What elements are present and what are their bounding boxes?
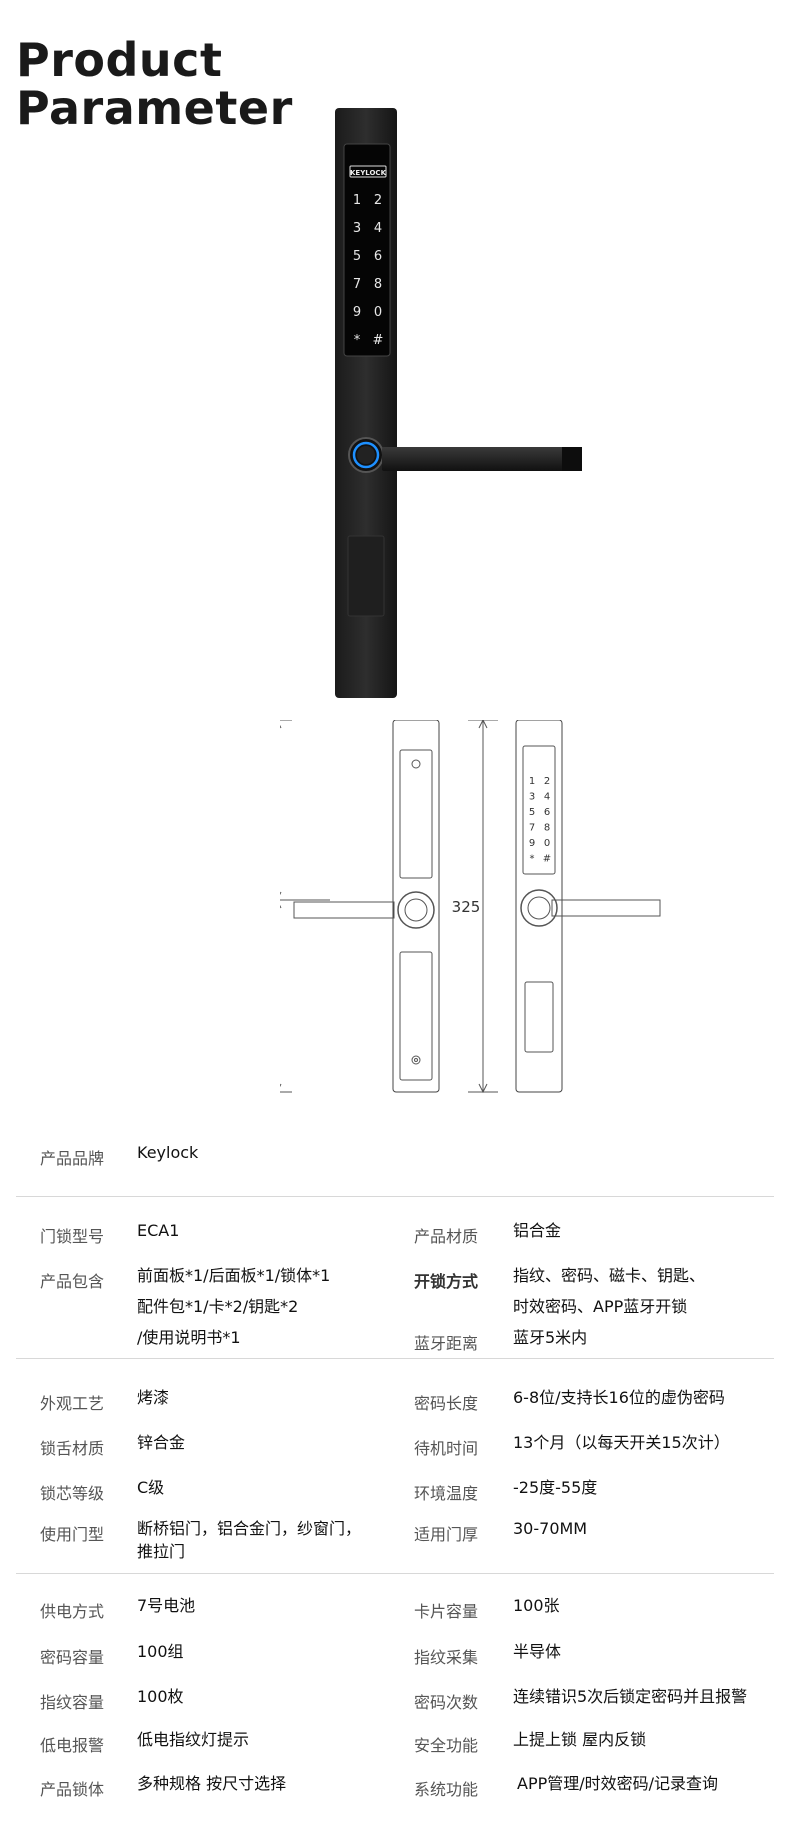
latch-material-value: 锌合金 (137, 1433, 186, 1452)
keypad-key: 9 (353, 305, 361, 320)
standby-time-label: 待机时间 (414, 1439, 479, 1458)
keypad-key: 7 (353, 277, 361, 292)
material-label: 产品材质 (414, 1227, 479, 1246)
finish-label: 外观工艺 (40, 1394, 105, 1413)
low-battery-value: 低电指纹灯提示 (137, 1730, 250, 1749)
door-type-label: 使用门型 (40, 1525, 105, 1544)
password-capacity-value: 100组 (137, 1642, 184, 1661)
divider (16, 1358, 774, 1359)
model-value: ECA1 (137, 1221, 180, 1240)
temperature-label: 环境温度 (414, 1484, 479, 1503)
model-label: 门锁型号 (40, 1227, 105, 1246)
handle-end (562, 447, 582, 471)
system-function-label: 系统功能 (414, 1780, 479, 1799)
password-length-label: 密码长度 (414, 1394, 479, 1413)
package-value: 前面板*1/后面板*1/锁体*1 配件包*1/卡*2/钥匙*2 /使用说明书*1 (137, 1266, 331, 1347)
fingerprint-sensor-value: 半导体 (513, 1642, 562, 1661)
brand-label: 产品品牌 (40, 1149, 105, 1168)
door-thickness-label: 适用门厚 (414, 1525, 479, 1544)
title-line-1: Product (16, 33, 223, 87)
keypad-key: 1 (353, 193, 361, 208)
keypad-key: 5 (353, 249, 361, 264)
keypad-key: 1 (529, 776, 535, 787)
door-type-value: 断桥铝门，铝合金门，纱窗门， 推拉门 (137, 1519, 362, 1561)
fingerprint-capacity-value: 100枚 (137, 1687, 184, 1706)
fingerprint-sensor-icon (357, 446, 375, 464)
brand-value: Keylock (137, 1143, 199, 1162)
standby-time-value: 13个月（以每天开关15次计） (513, 1433, 730, 1452)
password-attempts-label: 密码次数 (414, 1693, 479, 1712)
system-function-value: APP管理/时效密码/记录查询 (517, 1774, 719, 1793)
keypad-key: 6 (374, 249, 382, 264)
security-function-value: 上提上锁 屋内反锁 (513, 1730, 647, 1749)
bluetooth-range-value: 蓝牙5米内 (513, 1328, 588, 1347)
keypad-key: 8 (374, 277, 382, 292)
password-attempts-value: 连续错识5次后锁定密码并且报警 (513, 1687, 748, 1706)
keypad-key: 2 (374, 193, 382, 208)
power-supply-label: 供电方式 (40, 1602, 105, 1621)
unlock-method-label: 开锁方式 (414, 1272, 479, 1291)
fingerprint-ring-icon (352, 441, 380, 469)
card-capacity-label: 卡片容量 (414, 1602, 479, 1621)
title-line-2: Parameter (16, 81, 293, 135)
fingerprint-sensor-label: 指纹采集 (414, 1648, 479, 1667)
lower-panel (347, 535, 385, 617)
keypad-key: 3 (353, 221, 361, 236)
card-capacity-value: 100张 (513, 1596, 560, 1615)
unlock-method-value: 指纹、密码、磁卡、钥匙、 时效密码、APP蓝牙开锁 (513, 1266, 706, 1316)
cylinder-grade-value: C级 (137, 1478, 165, 1497)
keypad-key: * (530, 854, 535, 865)
keypad-key: # (373, 333, 384, 348)
keypad-panel (343, 143, 391, 357)
keypad-key: 4 (544, 792, 550, 803)
keypad-key: 9 (529, 838, 535, 849)
divider (16, 1196, 774, 1197)
keypad-key: 5 (529, 807, 535, 818)
page-title: Product Parameter (16, 36, 293, 132)
keypad-key: 8 (544, 823, 550, 834)
keypad-key: 2 (544, 776, 550, 787)
temperature-value: -25度-55度 (513, 1478, 598, 1497)
keypad-key: 7 (529, 823, 535, 834)
material-value: 铝合金 (513, 1221, 562, 1240)
password-capacity-label: 密码容量 (40, 1648, 105, 1667)
lock-handle (382, 447, 582, 471)
keypad-key: 6 (544, 807, 550, 818)
brand-logo: KEYLOCK (350, 169, 387, 177)
finish-value: 烤漆 (137, 1388, 170, 1407)
brand-logo-box (349, 165, 387, 178)
power-supply-value: 7号电池 (137, 1596, 196, 1615)
package-label: 产品包含 (40, 1272, 105, 1291)
keypad-key: 4 (374, 221, 382, 236)
door-thickness-value: 30-70MM (513, 1519, 588, 1538)
password-length-value: 6-8位/支持长16位的虚伪密码 (513, 1388, 725, 1407)
divider (16, 1573, 774, 1574)
keypad-key: 0 (374, 305, 382, 320)
keypad-key: * (354, 333, 361, 348)
low-battery-label: 低电报警 (40, 1736, 105, 1755)
lock-body-value: 多种规格 按尺寸选择 (137, 1774, 287, 1793)
fingerprint-capacity-label: 指纹容量 (40, 1693, 105, 1712)
security-function-label: 安全功能 (414, 1736, 479, 1755)
keypad-key: # (543, 854, 551, 865)
lock-body-label: 产品锁体 (40, 1780, 105, 1799)
keypad-key: 0 (544, 838, 550, 849)
bluetooth-range-label: 蓝牙距离 (414, 1334, 479, 1353)
cylinder-grade-label: 锁芯等级 (40, 1484, 105, 1503)
total-dimension-label: 325 (452, 898, 481, 916)
latch-material-label: 锁舌材质 (40, 1439, 105, 1458)
keypad-key: 3 (529, 792, 535, 803)
